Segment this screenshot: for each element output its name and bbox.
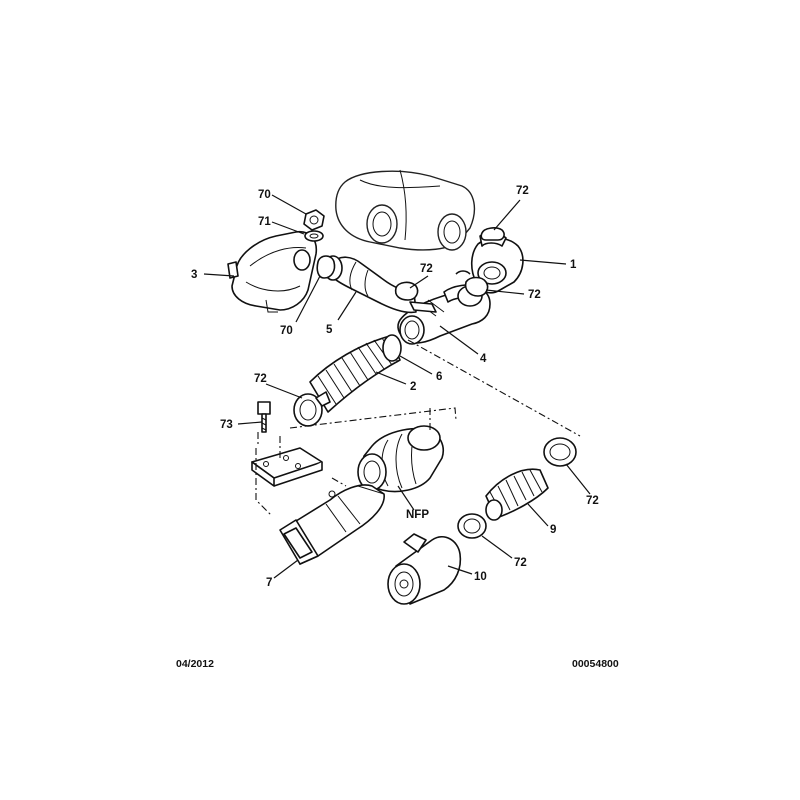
- part-10-filter: [387, 533, 462, 605]
- washer-71: [304, 230, 324, 242]
- callout-9-bellows-tube: 9: [550, 524, 556, 536]
- callout-72-bottom: 72: [514, 557, 527, 569]
- callout-3-resonator: 3: [191, 269, 197, 281]
- callout-labels: 70 71 3 70 5 72 72 1 72 4 6 2 72 73 72 9…: [191, 185, 599, 589]
- bolt-73: [257, 401, 271, 433]
- clip-72-bottom: [457, 513, 487, 539]
- part-7-air-intake: [279, 484, 385, 565]
- callout-72-middle: 72: [420, 263, 433, 275]
- assembly-lines: [255, 339, 581, 517]
- part-4-t-connector: [397, 284, 491, 345]
- callout-70-nut: 70: [258, 189, 271, 201]
- footer-reference-number: 00054800: [572, 658, 619, 670]
- leader-lines: [203, 194, 591, 579]
- callout-6: 6: [436, 371, 442, 383]
- callout-70-clip: 70: [280, 325, 293, 337]
- callout-1-elbow: 1: [570, 259, 577, 271]
- part-2-corrugated-hose: [309, 334, 402, 413]
- callout-72-right: 72: [528, 289, 541, 301]
- air-filter-housing: [335, 169, 476, 251]
- clip-72-left: [293, 391, 331, 427]
- mounting-bracket: [251, 447, 323, 487]
- clip-70-lower: [316, 255, 336, 279]
- nut-70: [303, 209, 325, 231]
- part-3-resonator: [227, 230, 318, 313]
- callout-5-hose: 5: [326, 324, 333, 336]
- callout-72-far-right: 72: [586, 495, 599, 507]
- callout-2-corrugated-hose: 2: [410, 381, 416, 393]
- nfp-bellows: [357, 425, 444, 493]
- clip-72-far-right: [543, 437, 577, 467]
- clip-72-top-right: [480, 227, 505, 241]
- footer-date: 04/2012: [176, 658, 214, 670]
- callout-72-top: 72: [516, 185, 529, 197]
- callout-72-left: 72: [254, 373, 267, 385]
- clip-72-right: [455, 270, 489, 297]
- callout-7-air-intake: 7: [266, 577, 272, 589]
- callout-71-washer: 71: [258, 216, 271, 228]
- callout-73-bolt: 73: [220, 419, 233, 431]
- callout-nfp: NFP: [406, 509, 429, 521]
- callout-10-filter: 10: [474, 571, 487, 583]
- part-9-bellows-tube: [485, 468, 549, 521]
- callout-4-t-connector: 4: [480, 353, 487, 365]
